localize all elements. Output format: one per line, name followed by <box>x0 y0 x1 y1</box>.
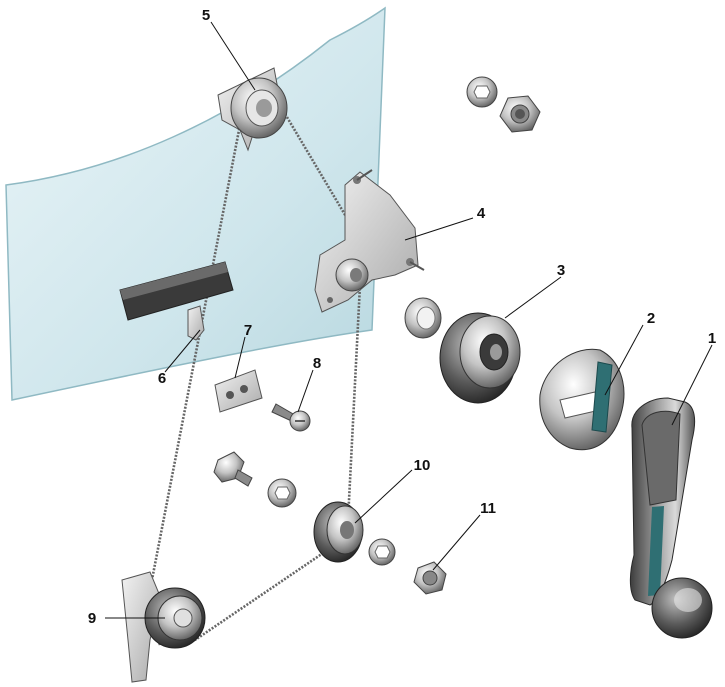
nut <box>499 95 541 133</box>
callout-2: 2 <box>647 310 655 327</box>
callout-4: 4 <box>477 205 486 222</box>
washer <box>466 76 498 108</box>
bolt <box>213 451 253 487</box>
callout-5: 5 <box>202 7 210 24</box>
plate <box>214 369 263 413</box>
callout-10: 10 <box>414 457 431 474</box>
callout-3: 3 <box>557 262 565 279</box>
upper-pulley <box>217 67 288 152</box>
callout-9: 9 <box>88 610 96 627</box>
drum-bearing <box>439 312 521 404</box>
lower-pulley <box>313 501 364 563</box>
washer <box>368 538 396 566</box>
callout-11: 11 <box>480 500 496 517</box>
bottom-pulley <box>121 571 206 683</box>
spacer-ring <box>404 297 442 339</box>
window-glass <box>5 6 386 401</box>
crank-handle <box>629 397 713 639</box>
callout-1: 1 <box>708 330 716 347</box>
glass-clamp <box>119 261 234 341</box>
callout-8: 8 <box>313 355 321 372</box>
nut <box>413 561 447 595</box>
leader-lines <box>105 21 713 619</box>
handle-insert <box>539 348 625 451</box>
callout-6: 6 <box>158 370 166 387</box>
screw <box>271 403 311 432</box>
washer <box>267 478 297 508</box>
callout-7: 7 <box>244 322 252 339</box>
mounting-bracket <box>314 169 425 313</box>
